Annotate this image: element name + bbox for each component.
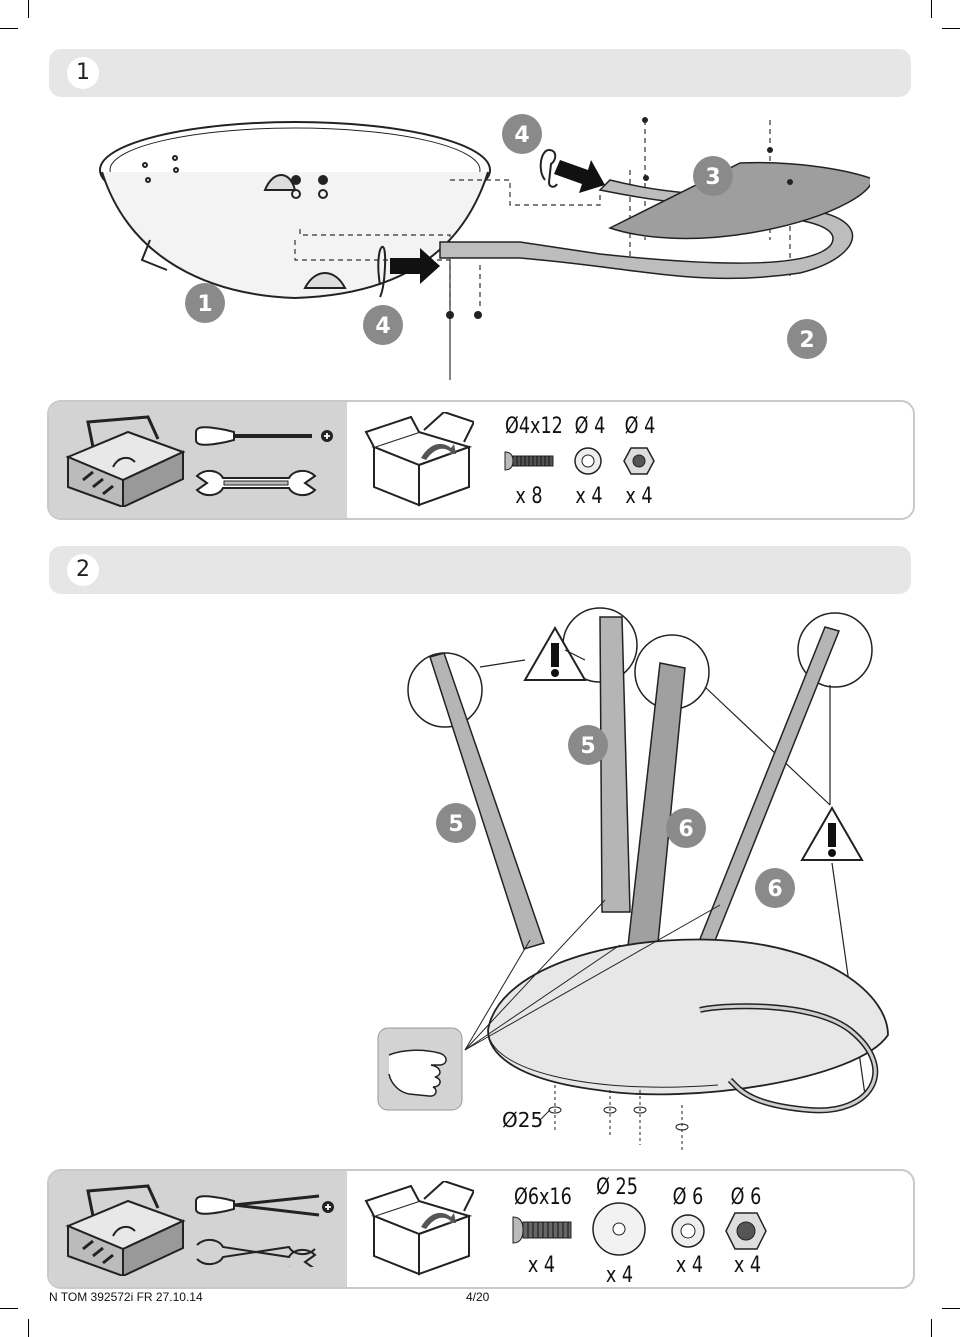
step-2-header: 2 [49,546,911,594]
svg-text:1: 1 [197,292,212,317]
callout-6: 6 [666,808,706,848]
document-reference: N TOM 392572i FR 27.10.14 [49,1290,203,1304]
washer-label: Ø25 [502,1108,543,1132]
washer-icon [574,447,602,475]
part-size-label: Ø 4 [624,414,656,439]
screwdriver-icon [195,426,333,446]
part-size-label: Ø 4 [574,414,606,439]
box-icon [364,412,474,507]
step-number: 2 [67,554,99,586]
box-icon [364,1181,474,1276]
crop-mark [28,0,29,18]
callout-4: 4 [363,305,403,345]
step-1-illustration: 1 2 3 4 4 [99,114,870,380]
arrow-icon [390,248,440,284]
step-1-parts-panel: Ø4x12 x 8 Ø 4 x 4 Ø 4 x 4 [47,400,915,520]
wrench-icon [195,470,317,496]
nut-icon [623,447,655,475]
callout-5: 5 [436,803,476,843]
svg-text:5: 5 [580,734,595,759]
part-size-label: Ø 6 [672,1185,704,1210]
arrow-icon [554,160,605,193]
svg-text:4: 4 [514,123,529,148]
warning-icon [523,625,587,681]
tools-area [49,402,347,518]
step-2-illustration: Ø25 5 5 6 6 [407,607,889,1150]
toolbox-icon [65,1184,186,1276]
crop-mark [942,28,960,29]
svg-text:6: 6 [767,877,782,902]
hand-tighten-icon [377,1027,463,1111]
svg-text:3: 3 [705,165,720,190]
warning-icon [800,805,864,861]
part-qty-label: x 8 [515,484,543,509]
washer-icon [671,1214,705,1248]
crop-mark [28,1319,29,1337]
callout-1: 1 [185,283,225,323]
screw-icon [504,451,554,471]
callout-6: 6 [755,868,795,908]
crop-mark [931,0,932,18]
tools-area [49,1171,347,1287]
page-number: 4/20 [466,1290,490,1304]
callout-3: 3 [693,156,733,196]
nut-icon [725,1212,767,1250]
step-2-parts-panel: Ø6x16 x 4 Ø 25 x 4 Ø 6 x 4 Ø 6 x 4 [47,1169,915,1289]
large-washer-icon [592,1202,646,1256]
part-size-label: Ø6x16 [514,1185,572,1210]
crop-mark [0,28,18,29]
part-qty-label: x 4 [733,1253,762,1278]
svg-text:2: 2 [799,328,814,353]
part-qty-label: x 4 [527,1253,556,1278]
screw-icon [512,1216,572,1244]
svg-text:4: 4 [375,314,390,339]
toolbox-icon [65,415,186,507]
crossed-screwdrivers-icon [195,1194,334,1217]
part-size-label: Ø 25 [596,1175,638,1200]
svg-text:6: 6 [678,817,693,842]
crop-mark [931,1319,932,1337]
step-1-header: 1 [49,49,911,97]
part-size-label: Ø4x12 [505,414,563,439]
step-number: 1 [67,57,99,89]
part-qty-label: x 4 [625,484,653,509]
part-qty-label: x 4 [575,484,603,509]
part-qty-label: x 4 [675,1253,704,1278]
crossed-wrenches-icon [196,1239,317,1267]
callout-4: 4 [502,114,542,154]
callout-2: 2 [787,319,827,359]
svg-text:5: 5 [448,812,463,837]
part-qty-label: x 4 [605,1263,634,1288]
callout-5: 5 [568,725,608,765]
crop-mark [0,1308,18,1309]
part-size-label: Ø 6 [730,1185,762,1210]
crop-mark [942,1308,960,1309]
